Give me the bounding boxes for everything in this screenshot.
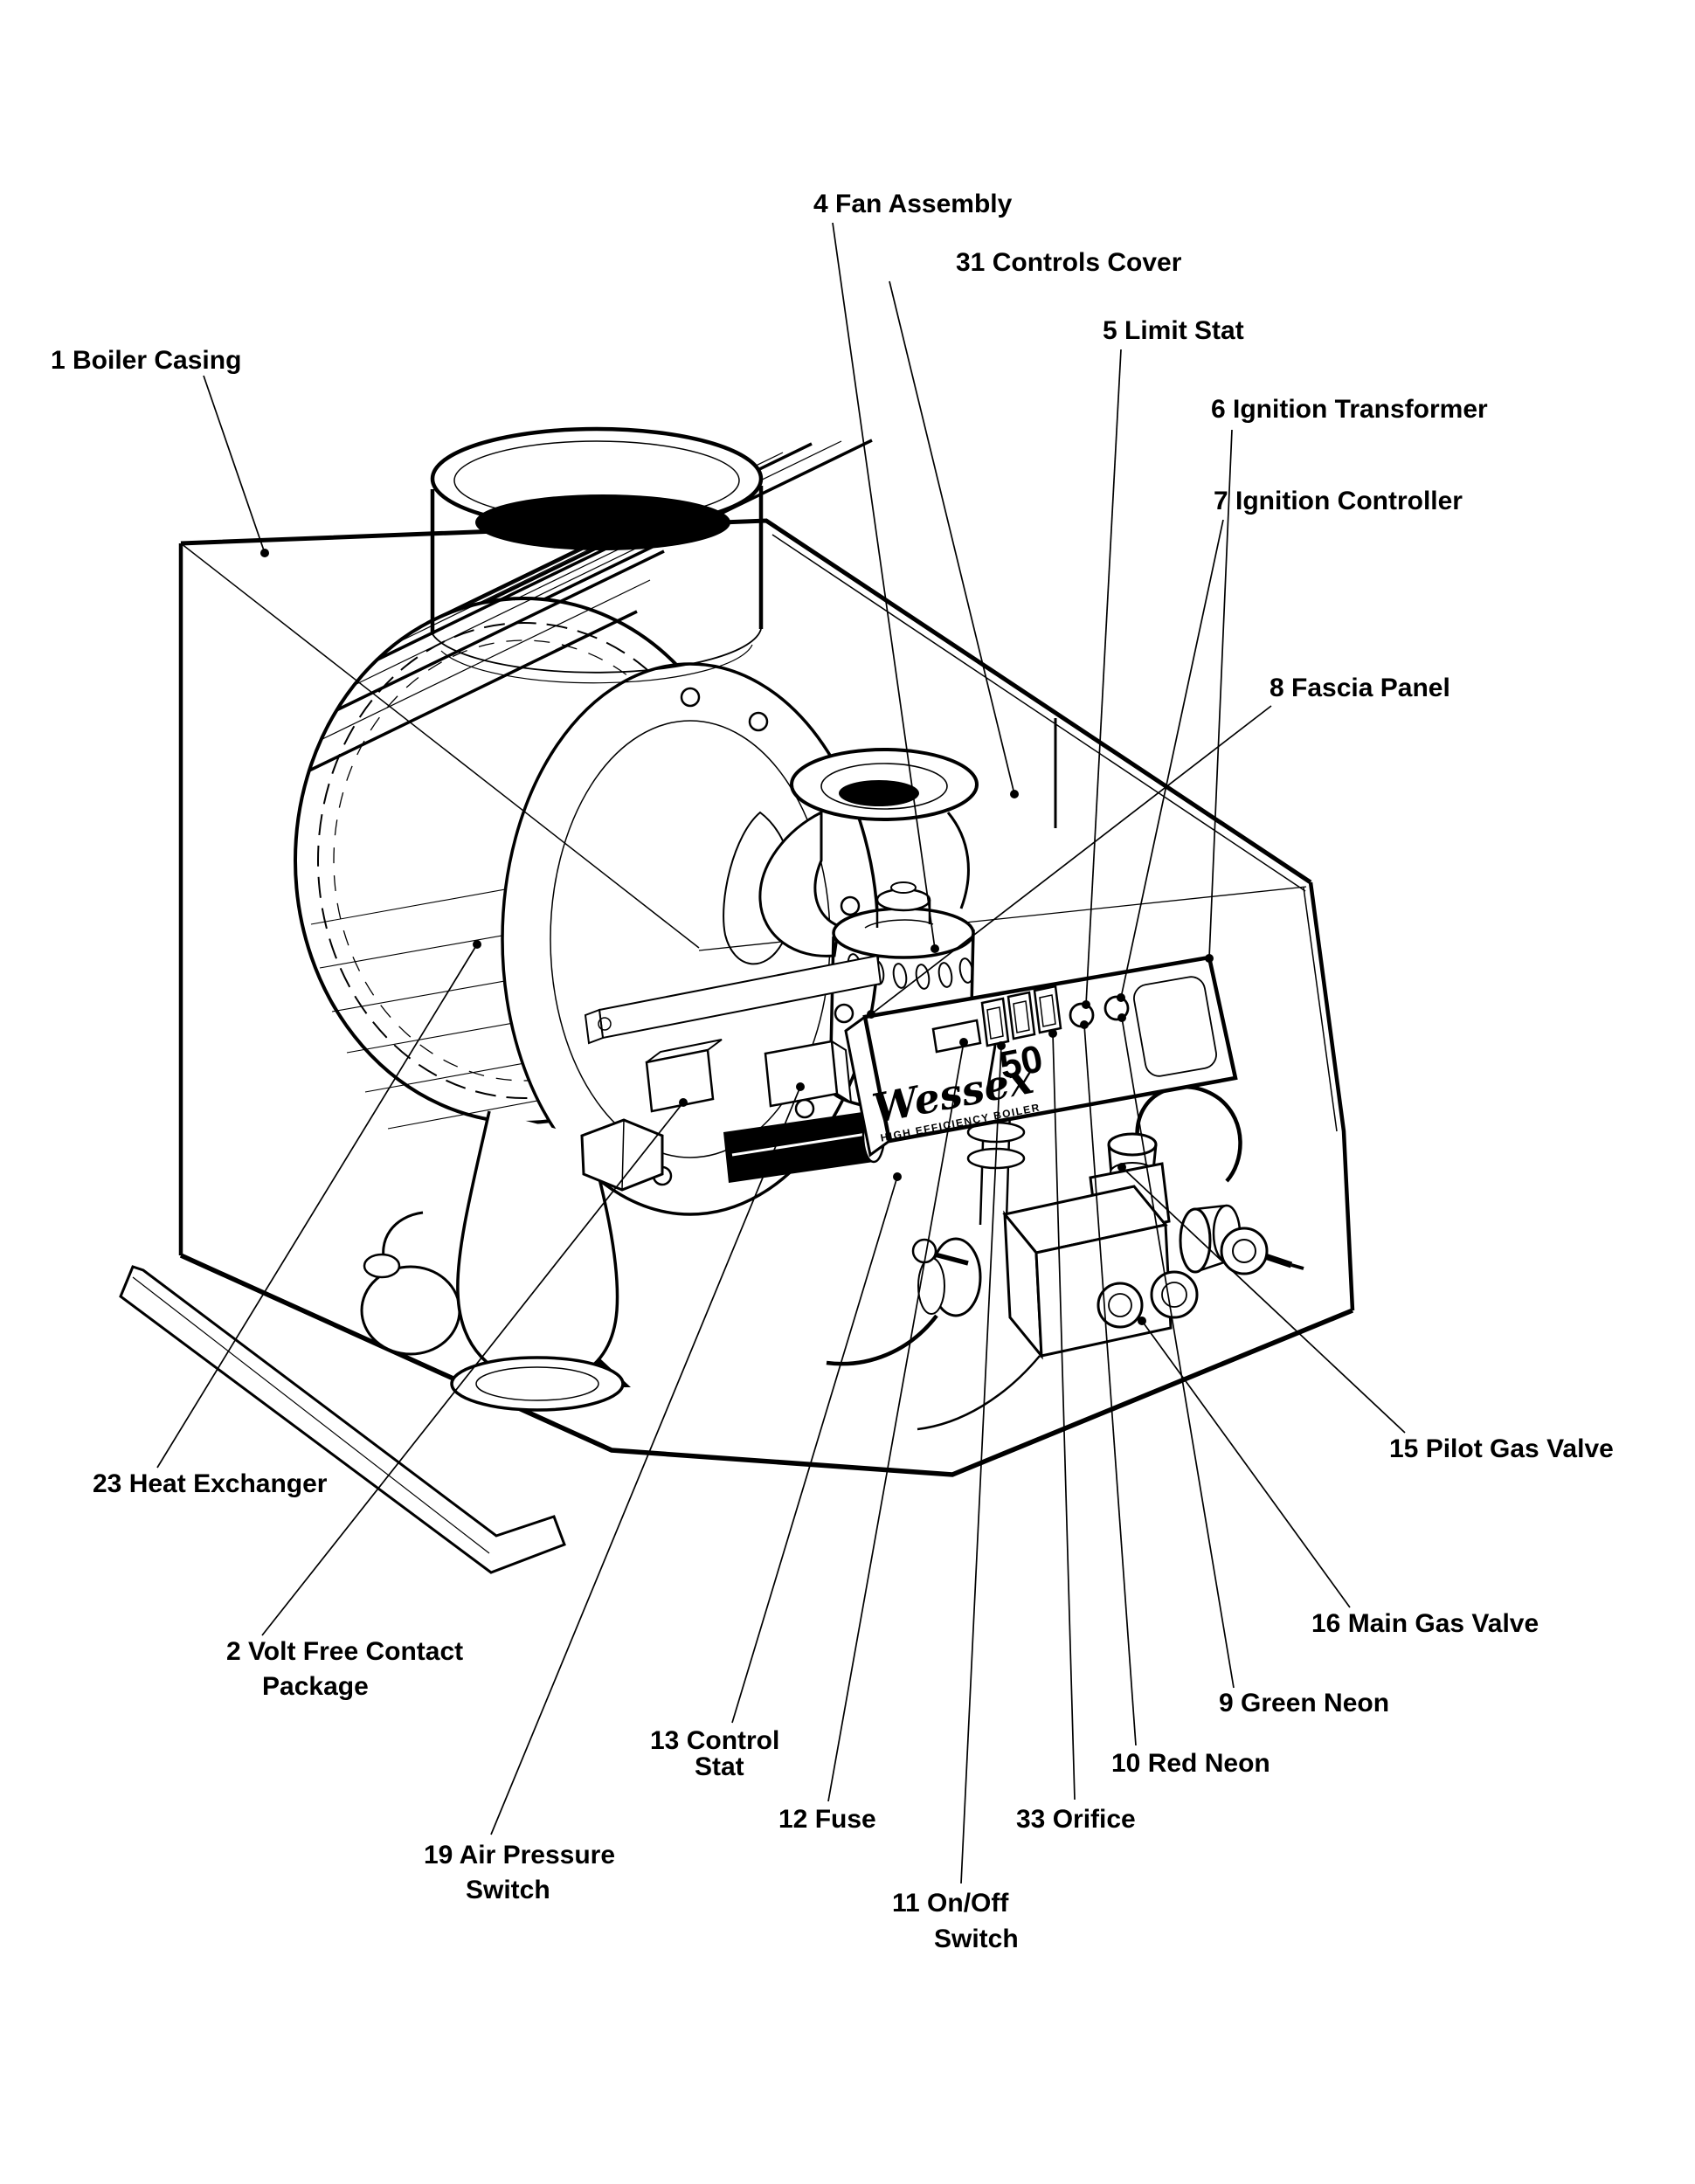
- leader-dot-heat-exchanger: [473, 940, 481, 949]
- leader-dot-red-neon: [1080, 1020, 1089, 1029]
- leader-dot-boiler-casing: [260, 549, 269, 557]
- burner-venturi: [360, 1108, 886, 1412]
- fuse-holder: [931, 1019, 982, 1054]
- leader-line-control-stat: [731, 1176, 898, 1724]
- leader-line-red-neon: [1083, 1024, 1137, 1746]
- part-label-fan-assembly: 4 Fan Assembly: [813, 190, 1013, 218]
- part-label-orifice: 33 Orifice: [1016, 1805, 1136, 1834]
- annotation-layer: 1 Boiler Casing 4 Fan Assembly 31 Controls…: [51, 190, 1614, 1953]
- part-label-green-neon: 9 Green Neon: [1219, 1689, 1389, 1717]
- leader-dot-control-stat: [893, 1172, 902, 1181]
- part-label-main-gas-valve: 16 Main Gas Valve: [1311, 1609, 1539, 1638]
- casing-front-edge: [180, 543, 700, 949]
- gas-valve-train: [826, 1053, 1304, 1431]
- leader-dot-fuse: [959, 1038, 968, 1047]
- fascia-window: [1133, 976, 1217, 1077]
- leader-line-volt-free-contact-package: [261, 1102, 684, 1636]
- volt-free-contact-box: [645, 1048, 715, 1113]
- fascia-panel-drawing: Wessex 50 HIGH EFFICIENCY BOILER: [844, 955, 1238, 1158]
- rocker-switch-1: [980, 997, 1010, 1047]
- leader-dot-ignition-transformer: [1205, 954, 1214, 963]
- leader-line-pilot-gas-valve: [1121, 1166, 1406, 1434]
- gas-loop-pipe: [1135, 1085, 1242, 1183]
- leader-line-fan-assembly: [832, 222, 936, 950]
- leader-dot-controls-cover: [1010, 790, 1019, 798]
- leader-line-on-off-switch: [960, 1045, 1002, 1884]
- leader-dot-orifice: [1048, 1029, 1057, 1038]
- leader-dot-ignition-controller: [1117, 993, 1125, 1002]
- leader-dot-main-gas-valve: [1138, 1317, 1146, 1325]
- leader-line-fuse: [827, 1041, 965, 1802]
- leader-dot-air-pressure-switch: [796, 1082, 805, 1091]
- leader-dot-on-off-switch: [997, 1041, 1006, 1050]
- leader-line-controls-cover: [889, 280, 1015, 795]
- controls-shelf: [584, 954, 882, 1113]
- leader-line-heat-exchanger: [156, 943, 478, 1469]
- leader-line-limit-stat: [1085, 349, 1122, 1006]
- part-label-ignition-controller: 7 Ignition Controller: [1214, 487, 1463, 515]
- leader-line-green-neon: [1121, 1017, 1235, 1689]
- leader-dot-fan-assembly: [931, 944, 939, 953]
- part-label-fascia-panel: 8 Fascia Panel: [1270, 674, 1450, 702]
- part-label-red-neon: 10 Red Neon: [1111, 1749, 1270, 1778]
- leader-line-orifice: [1052, 1033, 1076, 1800]
- leader-dot-pilot-gas-valve: [1117, 1163, 1126, 1171]
- fan-assembly-drawing: [758, 748, 979, 1110]
- rocker-switches: [980, 985, 1062, 1047]
- leader-line-air-pressure-switch: [490, 1086, 801, 1835]
- leader-line-boiler-casing: [203, 375, 266, 554]
- air-pressure-switch-box: [764, 1040, 839, 1108]
- leader-dot-fascia-panel: [867, 1010, 875, 1019]
- leader-dot-green-neon: [1117, 1013, 1126, 1022]
- leader-line-fascia-panel: [870, 705, 1272, 1015]
- mixing-tube: [723, 1111, 874, 1183]
- part-label-ignition-transformer: 6 Ignition Transformer: [1211, 395, 1488, 424]
- part-label-fuse: 12 Fuse: [778, 1805, 876, 1834]
- leader-dot-volt-free-contact-package: [679, 1098, 688, 1107]
- flue-collar: [430, 426, 764, 684]
- leader-dot-limit-stat: [1082, 1000, 1090, 1009]
- leader-line-ignition-transformer: [1208, 429, 1233, 959]
- part-label-controls-cover: 31 Controls Cover: [956, 248, 1182, 277]
- leader-line-main-gas-valve: [1141, 1320, 1351, 1608]
- part-label-boiler-casing: 1 Boiler Casing: [51, 346, 241, 375]
- part-label-heat-exchanger: 23 Heat Exchanger: [93, 1469, 328, 1498]
- part-label-pilot-gas-valve: 15 Pilot Gas Valve: [1389, 1434, 1614, 1463]
- leader-line-ignition-controller: [1120, 519, 1224, 999]
- flue-opening: [475, 494, 730, 550]
- part-label-limit-stat: 5 Limit Stat: [1103, 316, 1244, 345]
